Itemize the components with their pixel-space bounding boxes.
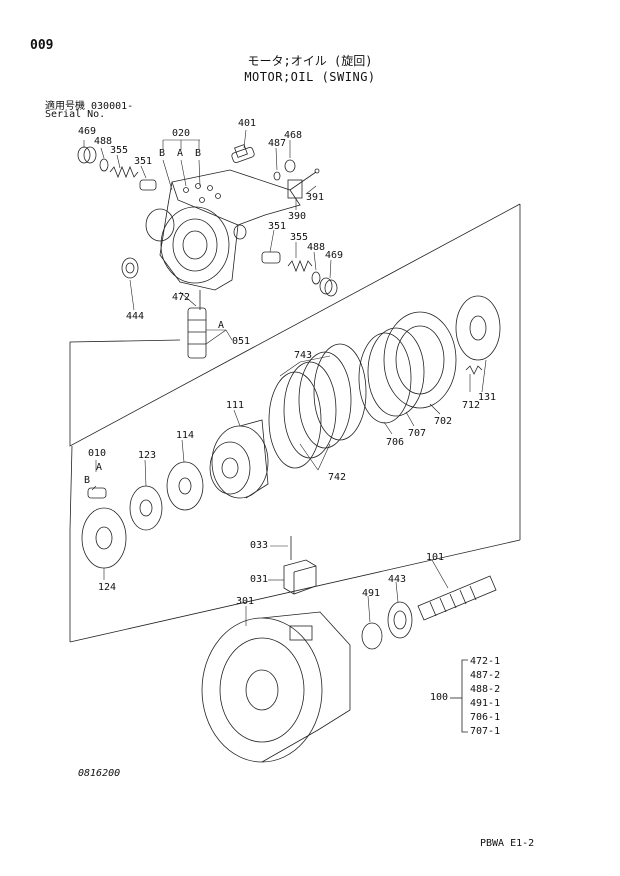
part-label-401: 401: [238, 118, 257, 129]
serial-label-english: Serial No.: [45, 109, 106, 120]
part-label-472: 472: [172, 292, 191, 303]
part-label-114: 114: [176, 430, 195, 441]
part-label-469-right: 469: [325, 250, 344, 261]
kit-bracket: [461, 659, 468, 733]
part-label-020-a: A: [177, 148, 184, 159]
part-label-111: 111: [226, 400, 245, 411]
kit-item: 487-2: [470, 670, 501, 681]
o-ring-488-left: [99, 158, 109, 172]
poppet-351-right: [261, 251, 281, 264]
plug-469-left: [77, 146, 97, 164]
part-label-469-left: 469: [78, 126, 97, 137]
part-label-707: 707: [408, 428, 427, 439]
plug-401: [231, 144, 255, 164]
part-label-033: 033: [250, 540, 269, 551]
part-label-131: 131: [478, 392, 497, 403]
leader-lines: [83, 129, 487, 626]
part-label-100: 100: [430, 692, 449, 703]
part-label-124: 124: [98, 582, 117, 593]
part-label-301: 301: [236, 596, 255, 607]
part-label-010-a: A: [96, 462, 103, 473]
output-shaft-101: [417, 575, 497, 621]
part-label-712: 712: [462, 400, 481, 411]
part-label-391: 391: [306, 192, 325, 203]
part-label-390: 390: [288, 211, 307, 222]
spring-712: [465, 365, 483, 375]
part-label-020-b2: B: [195, 148, 202, 159]
valve-block-031: [283, 559, 317, 595]
part-label-706: 706: [386, 437, 405, 448]
part-label-010: 010: [88, 448, 107, 459]
plug-468: [284, 159, 296, 173]
part-label-487: 487: [268, 138, 287, 149]
cover-plate-131: [455, 295, 501, 361]
part-label-351-left: 351: [134, 156, 153, 167]
page-code: 009: [30, 38, 54, 53]
friction-plates-743: [268, 343, 367, 469]
piston-010: [87, 487, 107, 499]
plate-390: [287, 179, 303, 199]
title-english: MOTOR;OIL (SWING): [244, 70, 376, 84]
part-label-101: 101: [426, 552, 445, 563]
o-ring-488-right: [311, 271, 321, 285]
part-label-488-left: 488: [94, 136, 113, 147]
drawing-number: 0816200: [78, 768, 121, 779]
part-label-468: 468: [284, 130, 303, 141]
kit-item: 472-1: [470, 656, 501, 667]
kit-item: 491-1: [470, 698, 501, 709]
shoe-plate-123: [129, 485, 163, 531]
kit-item: 488-2: [470, 684, 501, 695]
part-label-443: 443: [388, 574, 407, 585]
relief-valve-051: [187, 307, 207, 359]
o-ring-487: [273, 171, 281, 181]
part-label-031: 031: [250, 574, 269, 585]
spring-355-right: [287, 259, 313, 273]
retainer-plate-114: [166, 461, 204, 511]
kit-item: 707-1: [470, 726, 501, 737]
kit-item: 706-1: [470, 712, 501, 723]
section-frames: [69, 203, 521, 643]
part-label-444: 444: [126, 311, 145, 322]
thrust-plate-124: [81, 507, 127, 569]
part-label-743: 743: [294, 350, 313, 361]
part-label-020-b1: B: [159, 148, 166, 159]
part-label-355-right: 355: [290, 232, 309, 243]
pin-391: [289, 168, 320, 191]
oil-seal-491: [361, 622, 383, 650]
part-label-742: 742: [328, 472, 347, 483]
plug-469-right: [319, 277, 338, 297]
spring-355-left: [109, 165, 139, 179]
brake-piston-702: [367, 311, 457, 417]
part-label-702: 702: [434, 416, 453, 427]
part-label-488-right: 488: [307, 242, 326, 253]
part-label-123: 123: [138, 450, 157, 461]
page-reference: PBWA E1-2: [480, 838, 535, 849]
part-label-351-right: 351: [268, 221, 287, 232]
bearing-443: [387, 601, 413, 639]
cylinder-block-111: [209, 419, 269, 499]
title-japanese: モータ;オイル (旋回): [247, 54, 373, 68]
poppet-351-left: [139, 179, 157, 191]
housing-301: [201, 611, 351, 763]
part-label-051: 051: [232, 336, 251, 347]
part-label-491: 491: [362, 588, 381, 599]
part-label-051-a: A: [218, 320, 225, 331]
bearing-444: [121, 257, 139, 279]
valve-body-020: [145, 169, 301, 310]
serial-label-japanese: 適用号機 030001-: [45, 101, 134, 112]
part-label-020: 020: [172, 128, 191, 139]
part-label-010-b: B: [84, 475, 91, 486]
part-label-355-left: 355: [110, 145, 129, 156]
